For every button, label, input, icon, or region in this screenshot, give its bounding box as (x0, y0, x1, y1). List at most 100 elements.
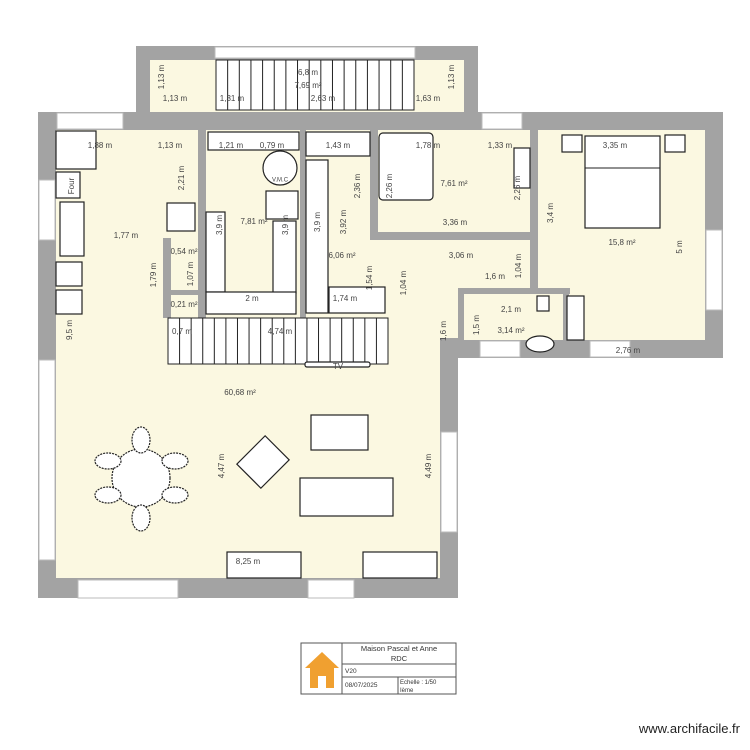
washing-machine (265, 190, 299, 220)
dimension: 3,9 m (281, 215, 290, 235)
dimension: 1,6 m (439, 321, 448, 341)
scale: Echelle : 1/50 (400, 680, 437, 686)
sideboard-right (362, 551, 438, 579)
area-label: 0,54 m² (170, 247, 197, 256)
dining-chair (161, 452, 189, 470)
dimension: 2,26 m (385, 173, 394, 198)
sideboard-left (226, 551, 302, 579)
armchair (235, 434, 291, 490)
lower-stairs[interactable] (167, 317, 389, 365)
dining-chair (94, 452, 122, 470)
dimension: 1,78 m (416, 141, 441, 150)
washbasin (513, 147, 531, 189)
kitchen-sink (59, 201, 85, 257)
dimension: 1,88 m (88, 141, 113, 150)
dimension: 2,36 m (353, 173, 362, 198)
project-name: Maison Pascal et Anne (361, 644, 437, 653)
dining-chair (94, 486, 122, 504)
level-name: RDC (391, 654, 408, 663)
tv-label: TV (333, 362, 344, 371)
area-label: 7,81 m² (240, 217, 267, 226)
dimension: 1,13 m (158, 141, 183, 150)
dimension: 3,9 m (215, 215, 224, 235)
dimension: 1,63 m (416, 94, 441, 103)
oven-label: Four (67, 177, 76, 194)
dimension: 1,13 m (163, 94, 188, 103)
dimension-labels: 6,8 m 1,13 m 1,13 m 1,31 m 2,63 m 1,63 m… (65, 64, 684, 566)
dimension: 1,21 m (219, 141, 244, 150)
dimension: 3,4 m (546, 203, 555, 223)
dimension: 4,74 m (268, 327, 293, 336)
dining-chair (161, 486, 189, 504)
dimension: 1,54 m (365, 265, 374, 290)
storage-shelf-top (305, 131, 371, 157)
dimension: 0,79 m (260, 141, 285, 150)
counter-end (55, 289, 83, 315)
toilet (525, 335, 555, 353)
sofa (299, 477, 394, 517)
date: 08/07/2025 (345, 682, 378, 689)
vmc-label: V.M.C (272, 178, 289, 184)
dimension: 8,25 m (236, 557, 261, 566)
dimension: 3,36 m (443, 218, 468, 227)
storage-shelf-left (305, 159, 329, 314)
dimension: 2,1 m (501, 305, 521, 314)
furniture (55, 130, 686, 579)
dimension: 2,63 m (311, 94, 336, 103)
dimension: 3,92 m (339, 209, 348, 234)
stair-outline (167, 317, 389, 365)
dimension: 4,47 m (217, 453, 226, 478)
dining-chair (131, 504, 151, 532)
wc-sink (536, 295, 550, 312)
dimension: 3,06 m (449, 251, 474, 260)
bed (584, 135, 661, 229)
shower (378, 132, 434, 201)
dimension: 1,04 m (514, 253, 523, 278)
area-label: 3,14 m² (497, 326, 524, 335)
pantry-shelf-bottom (205, 291, 297, 315)
watermark[interactable]: www.archifacile.fr (638, 721, 740, 736)
dimension: 1,07 m (186, 261, 195, 286)
dimension: 1,13 m (157, 64, 166, 89)
stair-outline (215, 59, 415, 111)
dimension: 1,77 m (114, 231, 139, 240)
nightstand-right (664, 134, 686, 153)
dimension: 1,43 m (326, 141, 351, 150)
walls (38, 46, 723, 599)
dimension: 1,31 m (220, 94, 245, 103)
area-label: 15,8 m² (608, 238, 635, 247)
dimension: 2,21 m (177, 165, 186, 190)
dimension: 0,7 m (172, 327, 192, 336)
dimension: 1,79 m (149, 262, 158, 287)
dimension: 3,35 m (603, 141, 628, 150)
kitchen-counter (55, 130, 97, 170)
dimension: 6,8 m (298, 68, 318, 77)
dimension: 1,33 m (488, 141, 513, 150)
room-area-labels: 7,69 m² 7,81 m² 6,06 m² 7,61 m² 15,8 m² … (67, 81, 636, 397)
tv-unit (304, 361, 371, 368)
area-label: 7,69 m² (294, 81, 321, 90)
area-label: 60,68 m² (224, 388, 256, 397)
pantry-shelf-top (207, 131, 300, 151)
dining-table (111, 448, 171, 508)
oven (55, 171, 81, 199)
dimension: 2,26 m (513, 175, 522, 200)
dimension: 1,04 m (399, 270, 408, 295)
wardrobe (566, 295, 585, 341)
vmc-fan-icon (262, 150, 298, 186)
dimension: 4,49 m (424, 453, 433, 478)
coffee-table (310, 414, 369, 451)
cooktop (55, 261, 83, 287)
area-label: 6,06 m² (328, 251, 355, 260)
title-block: Maison Pascal et Anne RDC V20 08/07/2025… (300, 642, 457, 695)
dimension: 9,5 m (65, 320, 74, 340)
upper-stairs[interactable] (215, 59, 415, 111)
dining-chair (131, 426, 151, 454)
dimension: 2 m (245, 294, 259, 303)
dimension: 1,5 m (472, 315, 481, 335)
area-label: 7,61 m² (440, 179, 467, 188)
dimension: 1,6 m (485, 272, 505, 281)
dimension: 1,13 m (447, 64, 456, 89)
dimension: 5 m (675, 240, 684, 254)
